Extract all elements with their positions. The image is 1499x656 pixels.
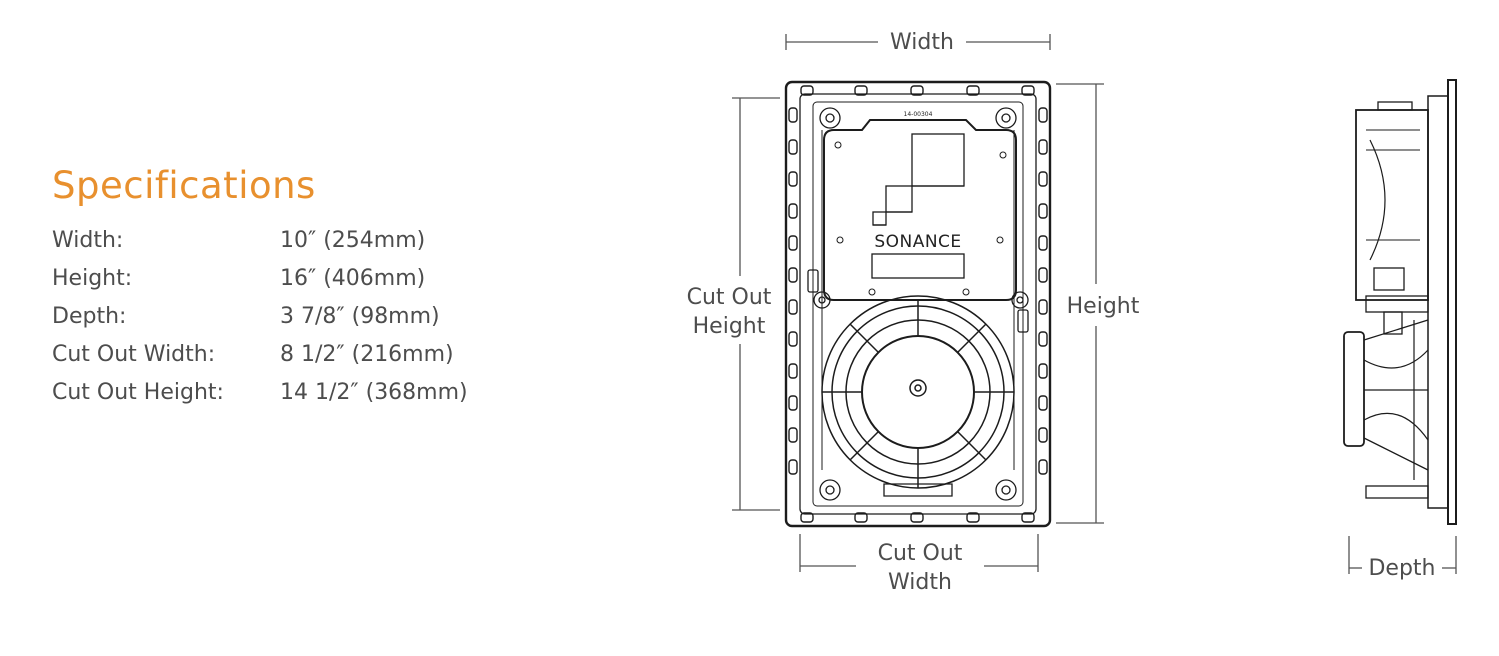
left-slots [788, 107, 798, 475]
specifications-panel: Specifications Width: 10″ (254mm) Height… [52, 164, 468, 411]
height-dimension [1056, 83, 1104, 524]
cutout-width-label-line2: Width [888, 570, 952, 595]
spec-value: 14 1/2″ (368mm) [280, 379, 468, 405]
spec-label: Height: [52, 265, 133, 291]
speaker-front-view [784, 80, 1052, 528]
cutout-width-label-line1: Cut Out [878, 541, 963, 566]
cutout-height-dimension [732, 97, 780, 511]
brand-label: SONANCE [874, 232, 961, 252]
cutout-height-label-line1: Cut Out [687, 285, 772, 310]
cutout-width-dimension [799, 534, 1039, 572]
cutout-height-label-line2: Height [693, 314, 766, 339]
width-label: Width [890, 30, 954, 55]
bottom-slots [800, 512, 1035, 523]
spec-value: 10″ (254mm) [280, 227, 426, 253]
spec-value: 16″ (406mm) [280, 265, 426, 291]
spec-row-width: Width: 10″ (254mm) [52, 221, 468, 259]
width-dimension [785, 34, 1051, 50]
depth-label: Depth [1368, 556, 1435, 581]
top-slots [800, 85, 1035, 96]
spec-label: Cut Out Width: [52, 341, 216, 367]
spec-row-height: Height: 16″ (406mm) [52, 259, 468, 297]
part-label: 14-00304 [904, 111, 933, 118]
spec-label: Width: [52, 227, 124, 253]
height-label: Height [1067, 294, 1140, 319]
spec-value: 8 1/2″ (216mm) [280, 341, 454, 367]
spec-row-cutout-height: Cut Out Height: 14 1/2″ (368mm) [52, 373, 468, 411]
stepped-logo-graphic [872, 133, 965, 226]
depth-dimension [1348, 536, 1457, 574]
speaker-side-view [1343, 79, 1457, 525]
right-slots [1038, 107, 1048, 475]
woofer [821, 295, 1015, 497]
spec-row-cutout-width: Cut Out Width: 8 1/2″ (216mm) [52, 335, 468, 373]
spec-row-depth: Depth: 3 7/8″ (98mm) [52, 297, 468, 335]
spec-value: 3 7/8″ (98mm) [280, 303, 440, 329]
spec-label: Cut Out Height: [52, 379, 224, 405]
spec-label: Depth: [52, 303, 127, 329]
specifications-title: Specifications [52, 164, 316, 207]
